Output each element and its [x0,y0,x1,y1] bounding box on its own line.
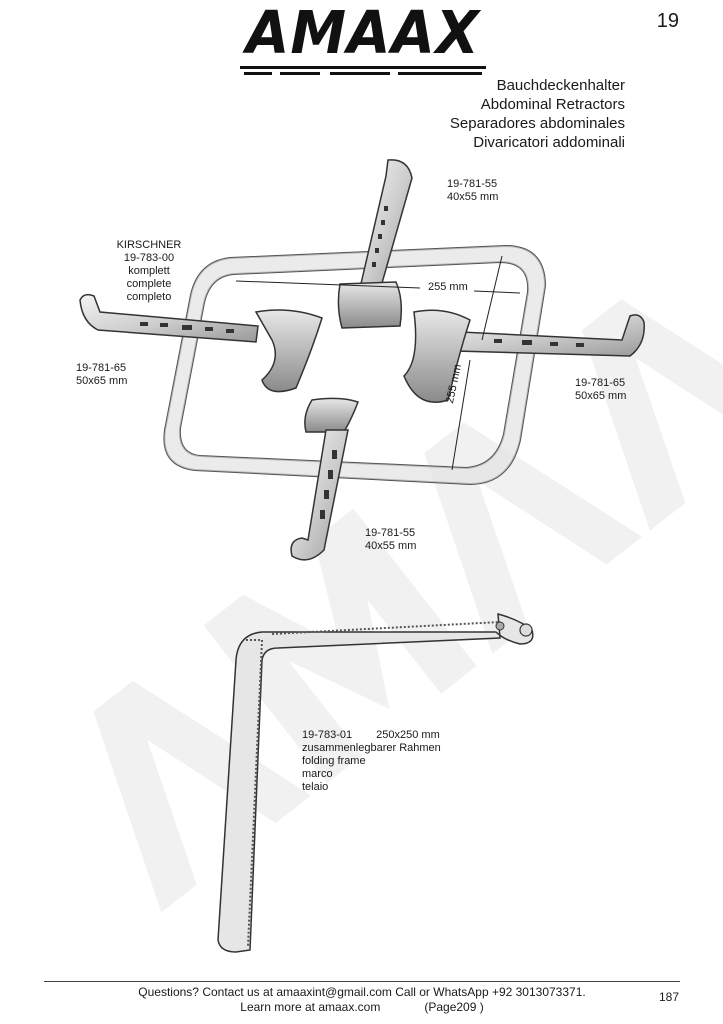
brand-logo: AMAAX [238,0,488,78]
footer-page-ref: (Page209 ) [424,1000,484,1014]
left-blade-size: 50x65 mm [76,375,128,387]
title-english: Abdominal Retractors [480,96,625,113]
kirschner-de: komplett [128,265,170,277]
frame-es: marco [302,768,333,780]
title-italian: Divaricatori addominali [473,134,625,151]
page-number: 19 [656,10,679,32]
footer-more: Learn more at amaax.com (Page209 ) [44,1000,680,1015]
bottom-blade-label: 19-781-55 40x55 mm [365,527,416,553]
frame-it: telaio [302,781,329,793]
kirschner-label: KIRSCHNER 19-783-00 komplett complete co… [112,239,186,304]
logo-text: AMAAX [246,0,480,68]
footer-page-number: 187 [658,990,679,1004]
kirschner-code: 19-783-00 [123,252,175,264]
dimension-horizontal: 255 mm [428,281,468,293]
title-german: Bauchdeckenhalter [496,77,625,94]
top-blade-code: 19-781-55 [447,178,498,190]
left-blade-label: 19-781-65 50x65 mm [76,362,127,388]
frame-code: 19-783-01 [302,729,353,741]
top-blade-label: 19-781-55 40x55 mm [447,178,498,204]
folding-frame-label: 19-783-01 250x250 mm zusammenlegbarer Rah… [302,729,441,794]
kirschner-en: complete [126,278,172,290]
footer: Questions? Contact us at amaaxint@gmail.… [44,985,680,1015]
footer-contact: Questions? Contact us at amaaxint@gmail.… [138,985,586,999]
left-blade-code: 19-781-65 [76,362,127,374]
kirschner-name: KIRSCHNER [116,239,182,251]
bottom-blade-code: 19-781-55 [365,527,416,539]
frame-de: zusammenlegbarer Rahmen [302,742,441,754]
right-blade-size: 50x65 mm [575,390,627,402]
right-blade-label: 19-781-65 50x65 mm [575,377,626,403]
title-spanish: Separadores abdominales [449,115,625,132]
frame-en: folding frame [302,755,366,767]
top-blade-size: 40x55 mm [447,191,499,203]
kirschner-es: completo [126,291,172,303]
footer-divider [44,981,680,982]
logo-stripes [240,66,486,75]
frame-size: 250x250 mm [376,729,440,741]
bottom-blade-size: 40x55 mm [365,540,417,552]
footer-website[interactable]: Learn more at amaax.com [240,1000,381,1014]
title-block: Bauchdeckenhalter Abdominal Retractors S… [450,76,625,152]
right-blade-code: 19-781-65 [575,377,626,389]
